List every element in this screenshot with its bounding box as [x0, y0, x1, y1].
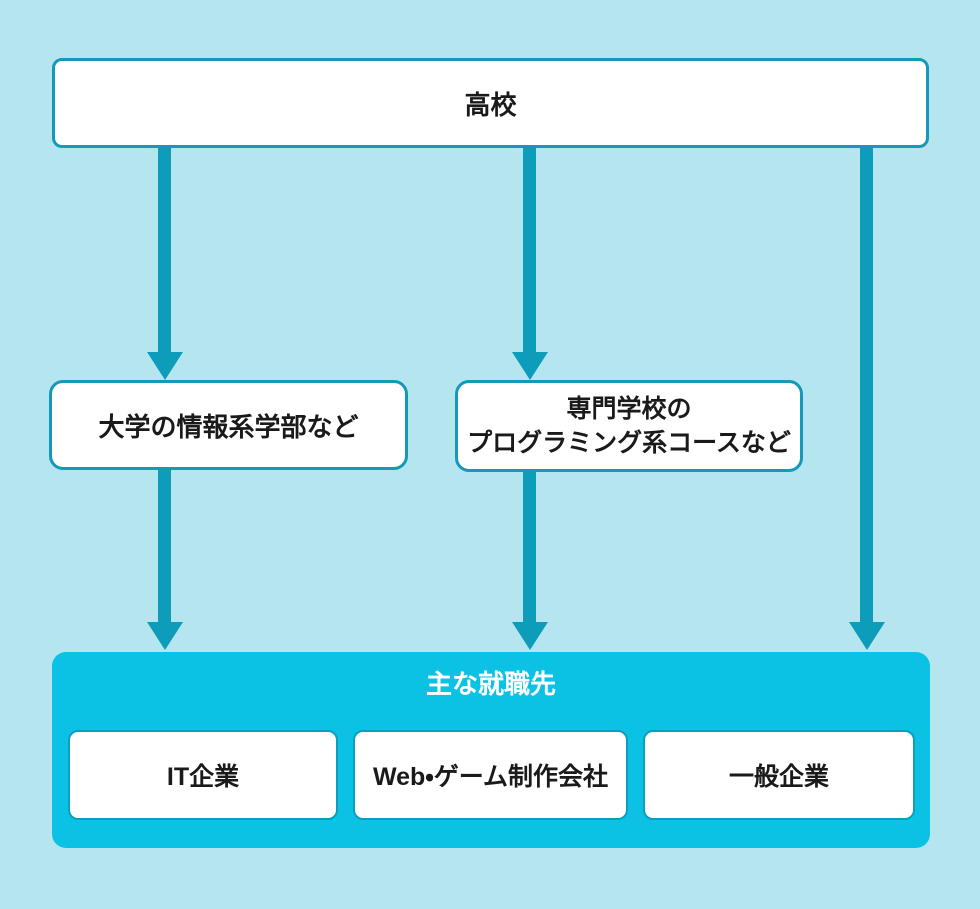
arrow-down-icon [512, 622, 548, 650]
arrow-shaft [523, 472, 536, 622]
node-university: 大学の情報系学部など [49, 380, 408, 470]
employment-item-label: Web・ゲーム制作会社 [372, 763, 609, 791]
node-vocational-label-line2: プログラミング系コースなど [467, 429, 791, 457]
arrow-down-icon [512, 352, 548, 380]
employment-item-label: IT企業 [166, 763, 240, 791]
employment-panel-title: 主な就職先 [425, 669, 556, 699]
arrow-shaft [523, 148, 536, 352]
employment-item-label: 一般企業 [728, 763, 829, 791]
node-highschool: 高校 [52, 58, 929, 148]
arrow-down-icon [849, 622, 885, 650]
node-highschool-label: 高校 [464, 89, 517, 120]
arrow-shaft [158, 470, 171, 622]
node-vocational-label-line1: 専門学校の [566, 395, 692, 423]
node-vocational-school: 専門学校の プログラミング系コースなど [455, 380, 803, 472]
employment-item-general-company: 一般企業 [643, 730, 915, 820]
node-university-label: 大学の情報系学部など [98, 411, 359, 442]
arrow-shaft [860, 148, 873, 622]
employment-item-web-game-company: Web・ゲーム制作会社 [353, 730, 628, 820]
employment-item-it-company: IT企業 [68, 730, 338, 820]
arrow-down-icon [147, 622, 183, 650]
employment-panel: 主な就職先 IT企業 Web・ゲーム制作会社 一般企業 [52, 652, 930, 848]
arrow-shaft [158, 148, 171, 352]
arrow-down-icon [147, 352, 183, 380]
